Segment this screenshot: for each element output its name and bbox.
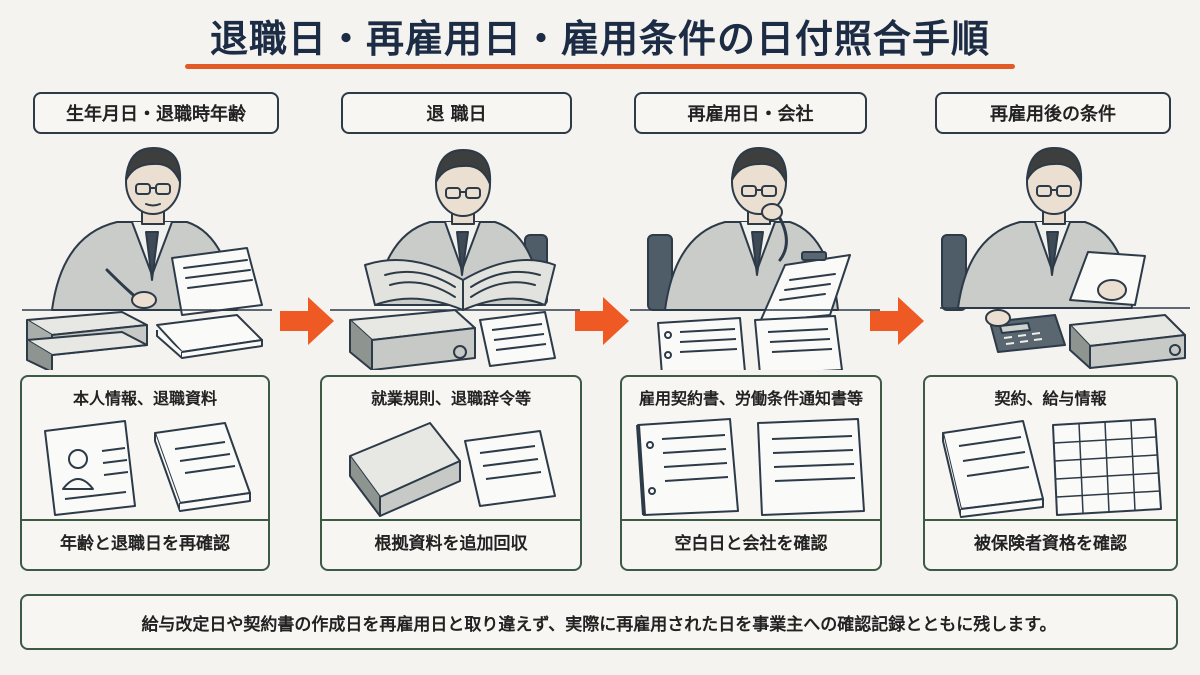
paper-stack-icon — [156, 314, 263, 359]
info-card-2-foot: 根拠資料を追加回収 — [374, 534, 528, 554]
info-card-1: 本人情報、退職資料 年齢と退職日を再確認 — [20, 375, 270, 571]
info-card-4-head: 契約、給与情報 — [994, 389, 1107, 408]
man-reading-book-icon — [330, 149, 580, 370]
divider — [925, 519, 1176, 521]
binder-stack-icon — [26, 311, 148, 370]
info-card-3-foot: 空白日と会社を確認 — [674, 534, 828, 554]
binder-icon — [349, 422, 556, 517]
paper-stack-icon — [154, 422, 251, 512]
document-icon — [464, 430, 556, 507]
divider — [22, 519, 268, 521]
document-icon — [479, 311, 556, 367]
bottom-note: 給与改定日や契約書の作成日を再雇用日と取り違えず、実際に再雇用された日を事業主へ… — [20, 594, 1178, 650]
divider — [322, 519, 580, 521]
document-icon — [757, 418, 865, 516]
man-writing-icon — [22, 147, 272, 370]
step-2-label: 退 職日 — [341, 92, 572, 134]
man-thinking-clipboard-icon — [630, 147, 880, 370]
binder-icon — [349, 309, 476, 370]
page-title: 退職日・再雇用日・雇用条件の日付照合手順 — [209, 17, 990, 61]
title-underline — [185, 64, 1015, 69]
document-stack-icon — [942, 418, 1162, 518]
document-icon — [754, 315, 843, 370]
spreadsheet-icon — [1052, 418, 1162, 516]
arrow-right-icon — [870, 297, 924, 345]
info-card-4: 契約、給与情報 被保険者資格を確認 — [923, 375, 1178, 571]
step-1-label: 生年月日・退職時年齢 — [33, 92, 279, 134]
info-card-3-head: 雇用契約書、労働条件通知書等 — [638, 389, 863, 408]
arrow-right-icon — [575, 297, 629, 345]
info-card-2-head: 就業規則、退職辞令等 — [370, 389, 531, 408]
id-document-icon — [44, 420, 251, 516]
binder-icon — [1069, 314, 1186, 369]
step-4-label: 再雇用後の条件 — [935, 92, 1171, 134]
info-card-2: 就業規則、退職辞令等 根拠資料を追加回収 — [320, 375, 582, 571]
info-card-4-foot: 被保険者資格を確認 — [974, 534, 1127, 554]
calculator-icon — [985, 309, 1066, 353]
divider — [622, 519, 880, 521]
info-card-3: 雇用契約書、労働条件通知書等 空白日と会社を確認 — [620, 375, 882, 571]
contract-document-icon — [657, 317, 746, 370]
info-card-1-foot: 年齢と退職日を再確認 — [60, 534, 230, 554]
contract-binder-icon — [636, 418, 865, 516]
arrow-right-icon — [280, 297, 334, 345]
info-card-1-head: 本人情報、退職資料 — [72, 389, 217, 408]
step-3-label: 再雇用日・会社 — [634, 92, 867, 134]
man-calculator-icon — [940, 147, 1190, 369]
